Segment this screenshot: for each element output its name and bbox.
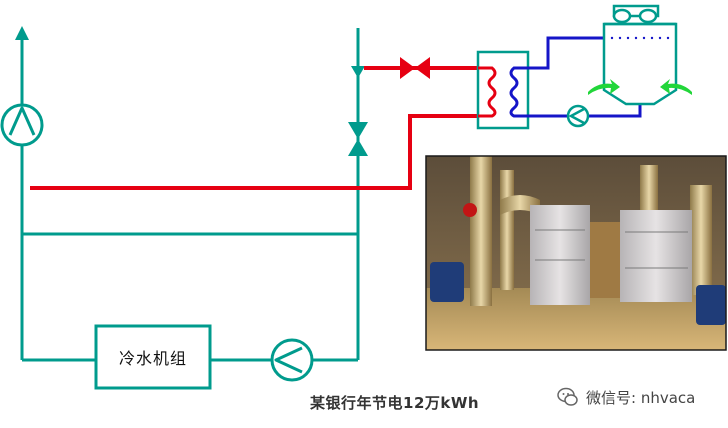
flow-arrow-down-icon bbox=[351, 66, 365, 78]
pump-icon bbox=[270, 338, 314, 382]
watermark-text: 微信号: nhvaca bbox=[586, 388, 696, 407]
chilled-water-loop bbox=[20, 28, 360, 362]
cooling-tower-icon bbox=[602, 4, 678, 106]
watermark: 微信号: nhvaca bbox=[556, 384, 695, 410]
caption-text: 某银行年节电12万kWh bbox=[310, 394, 480, 412]
flow-arrow-up-icon bbox=[15, 26, 29, 40]
tower-loop bbox=[528, 36, 642, 118]
heat-exchanger-icon bbox=[476, 50, 530, 130]
wechat-icon bbox=[557, 387, 578, 406]
cooling-water-line bbox=[30, 66, 490, 190]
pump-icon bbox=[0, 103, 44, 147]
pump-icon bbox=[566, 104, 590, 128]
fan-icon bbox=[588, 79, 692, 95]
chiller-unit bbox=[94, 324, 212, 390]
spray-nozzles bbox=[610, 36, 670, 40]
valve-icon bbox=[400, 57, 430, 79]
equipment-photo bbox=[425, 155, 727, 351]
chiller-label: 冷水机组 bbox=[118, 349, 187, 368]
valve-icon bbox=[348, 122, 368, 156]
